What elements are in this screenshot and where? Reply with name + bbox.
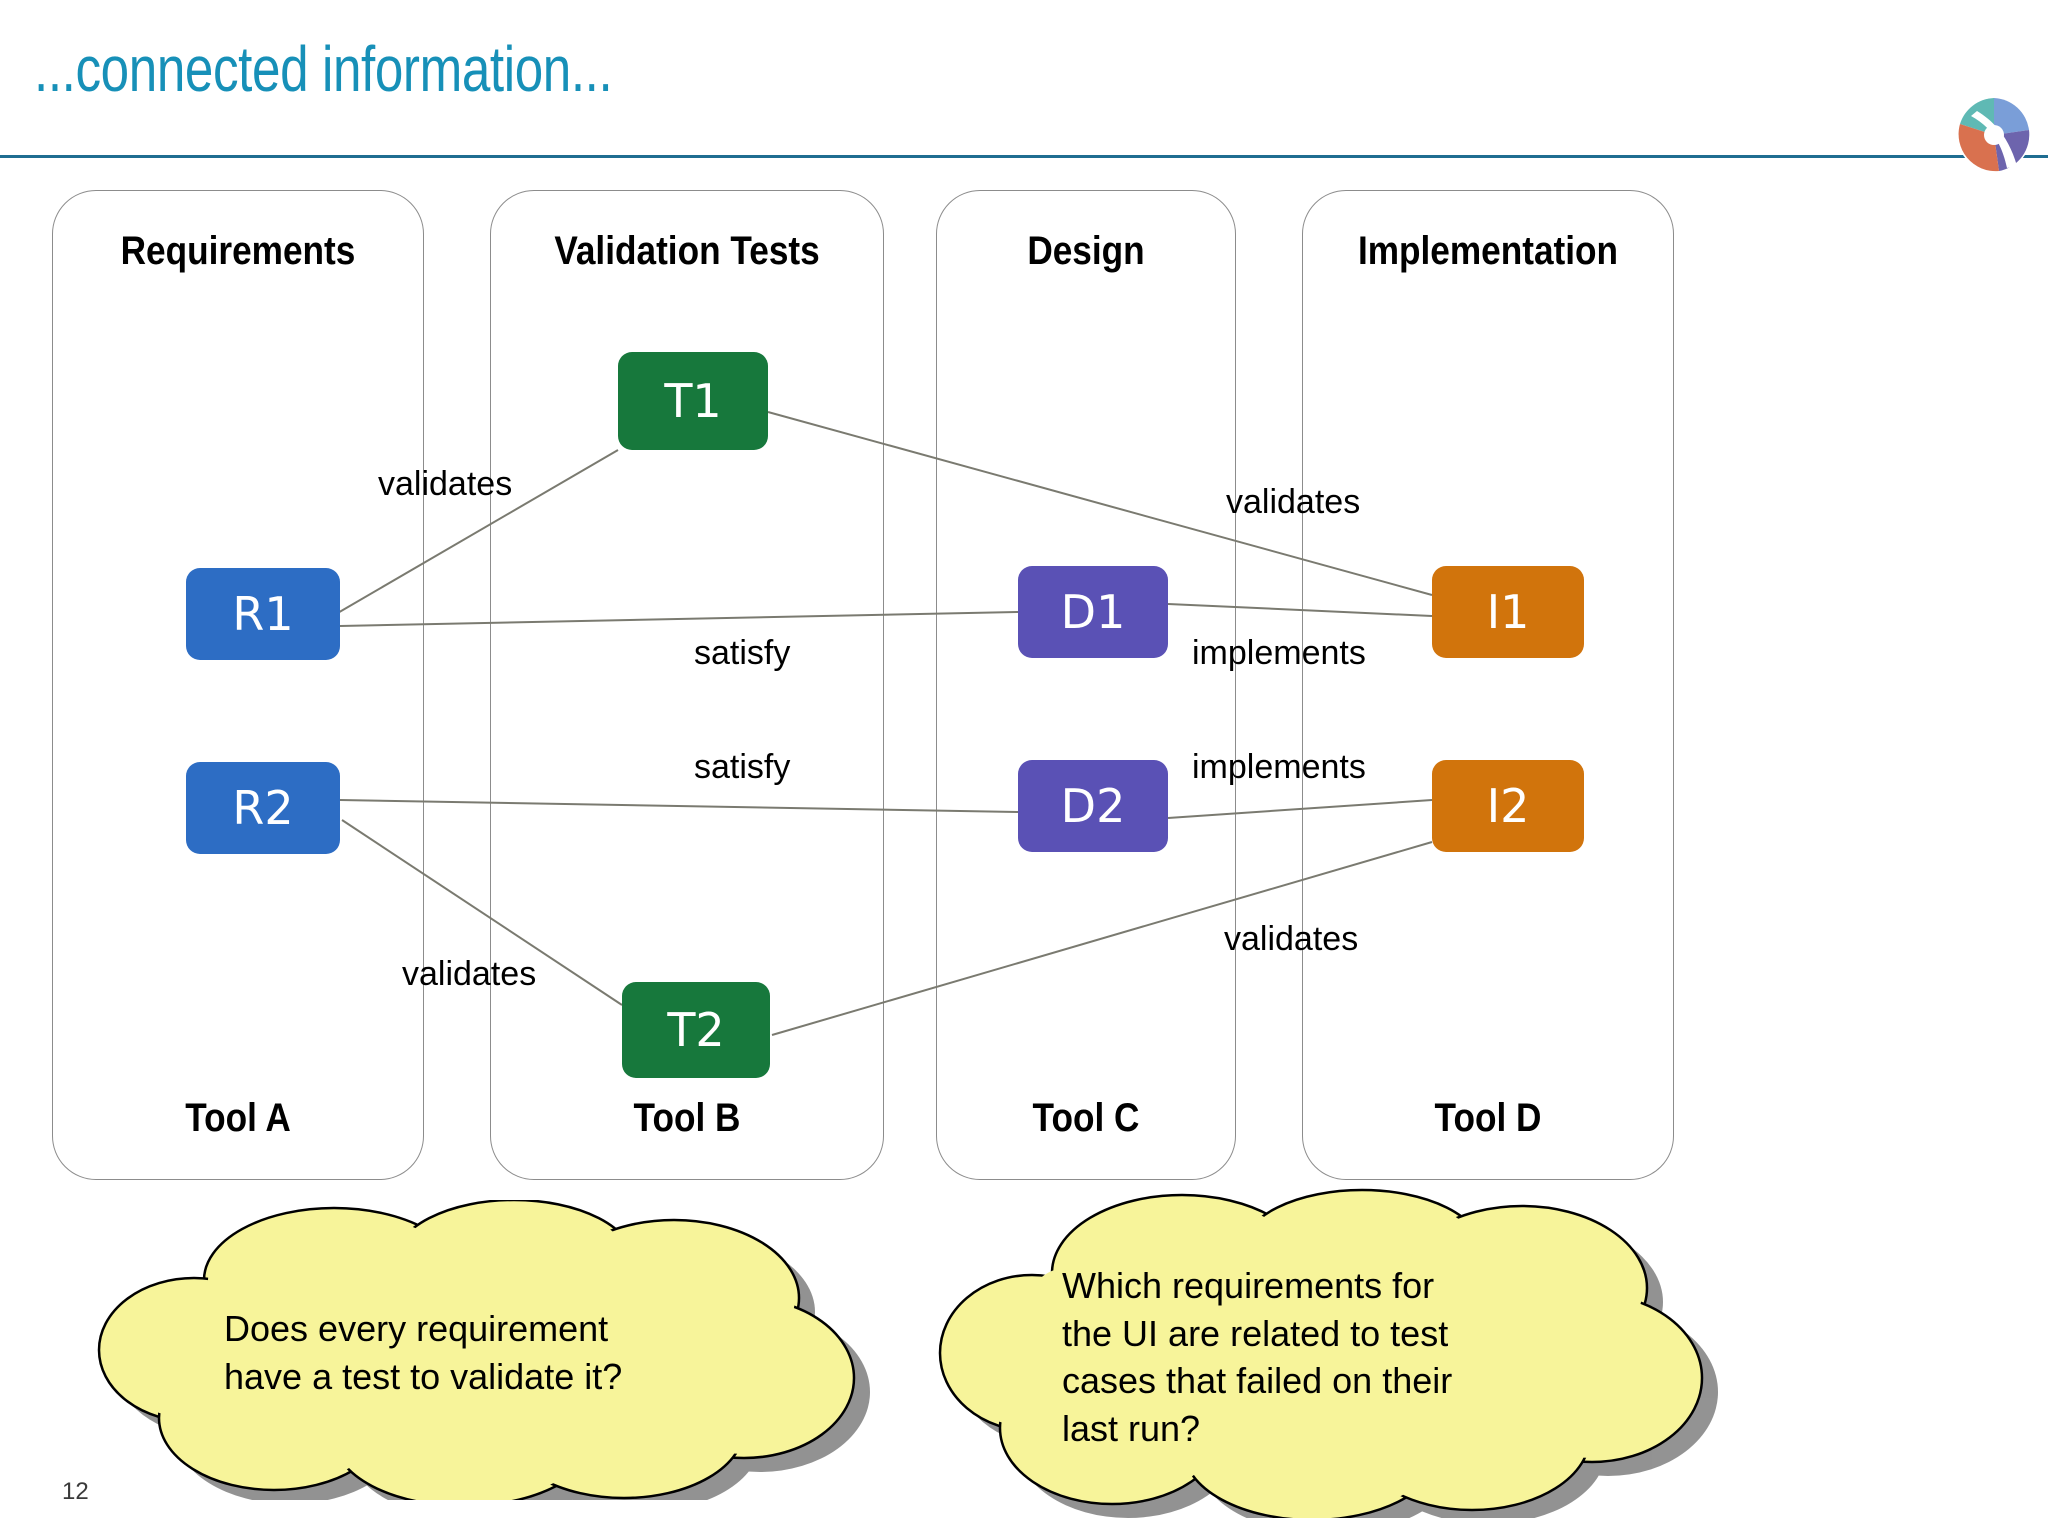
column-header-requirements: Requirements — [120, 229, 356, 273]
column-header-implementation: Implementation — [1357, 229, 1619, 273]
cloud-callout-left — [84, 1198, 884, 1520]
node-label-t2: T2 — [667, 1003, 725, 1057]
edge-label-validates-t2-i2: validates — [1224, 920, 1359, 958]
page-number: 12 — [62, 1478, 89, 1505]
column-validation-tests: Validation Tests Tool B — [490, 190, 884, 1180]
edge-label-satisfy-r2-d2: satisfy — [694, 748, 791, 786]
node-label-d1: D1 — [1060, 585, 1126, 639]
node-label-r1: R1 — [232, 587, 294, 641]
node-d2[interactable]: D2 — [1018, 760, 1168, 852]
node-i2[interactable]: I2 — [1432, 760, 1584, 852]
title-divider — [0, 155, 2048, 158]
column-footer-tool-d: Tool D — [1434, 1096, 1542, 1140]
cloud-right-text: Which requirements for the UI are relate… — [1062, 1265, 1453, 1449]
node-i1[interactable]: I1 — [1432, 566, 1584, 658]
edge-label-satisfy-r1-d1: satisfy — [694, 634, 791, 672]
company-logo-icon — [1955, 96, 2033, 174]
node-r2[interactable]: R2 — [186, 762, 340, 854]
node-label-i2: I2 — [1486, 779, 1530, 833]
node-t2[interactable]: T2 — [622, 982, 770, 1078]
column-footer-tool-c: Tool C — [1032, 1096, 1140, 1140]
column-header-validation-tests: Validation Tests — [554, 229, 820, 273]
cloud-callout-right — [932, 1188, 1722, 1534]
column-footer-tool-b: Tool B — [633, 1096, 741, 1140]
node-label-t1: T1 — [664, 374, 722, 428]
edge-label-validates-r2-t2: validates — [402, 955, 537, 993]
column-design: Design Tool C — [936, 190, 1236, 1180]
node-d1[interactable]: D1 — [1018, 566, 1168, 658]
node-r1[interactable]: R1 — [186, 568, 340, 660]
column-header-design: Design — [1027, 229, 1145, 273]
edge-label-validates-r1-t1: validates — [378, 465, 513, 503]
column-requirements: Requirements Tool A — [52, 190, 424, 1180]
node-t1[interactable]: T1 — [618, 352, 768, 450]
edge-label-implements-d2-i2: implements — [1192, 748, 1366, 786]
edge-label-validates-t1-i1: validates — [1226, 483, 1361, 521]
node-label-r2: R2 — [232, 781, 294, 835]
node-label-i1: I1 — [1486, 585, 1530, 639]
edge-label-implements-d1-i1: implements — [1192, 634, 1366, 672]
cloud-left-text: Does every requirement have a test to va… — [224, 1308, 623, 1397]
column-implementation: Implementation Tool D — [1302, 190, 1674, 1180]
node-label-d2: D2 — [1060, 779, 1126, 833]
page-title: ...connected information... — [34, 33, 613, 105]
column-footer-tool-a: Tool A — [185, 1096, 291, 1140]
